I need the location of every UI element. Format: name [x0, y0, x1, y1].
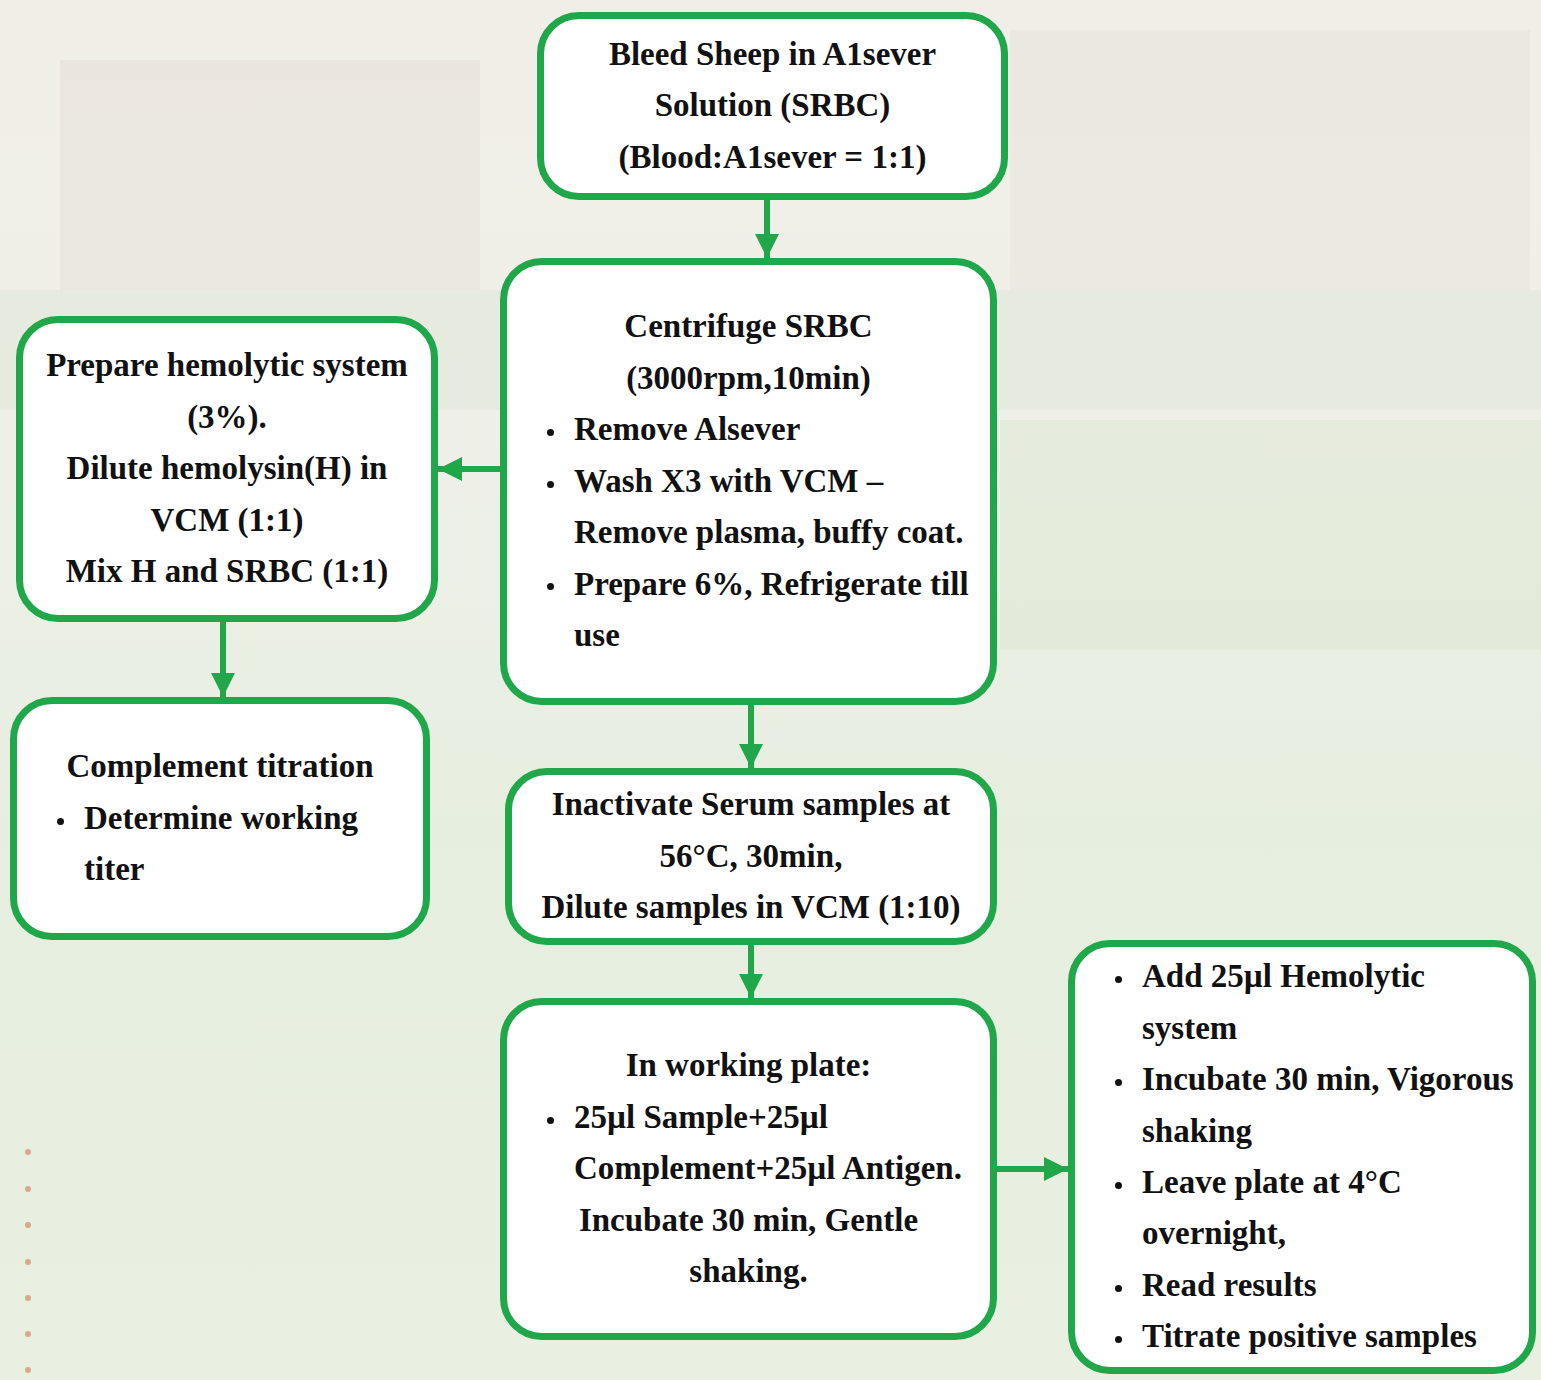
bullet-item: Incubate 30 min, Vigorous shaking [1085, 1054, 1519, 1157]
process-box: Bleed Sheep in A1sever Solution (SRBC)(B… [537, 12, 1008, 200]
process-box: Complement titrationDetermine working ti… [10, 697, 430, 940]
bullet-text: Prepare 6%, Refrigerate till use [574, 559, 980, 662]
building-shape [1010, 30, 1530, 290]
process-box: Inactivate Serum samples at 56°C, 30min,… [505, 768, 997, 945]
flow-arrow [748, 945, 754, 998]
process-box: Centrifuge SRBC (3000rpm,10min)Remove Al… [500, 258, 997, 705]
box-text: Dilute hemolysin(H) in VCM (1:1) [33, 443, 421, 546]
bullet-dot [1115, 1285, 1122, 1292]
box-heading: In working plate: [517, 1040, 980, 1091]
decor-dots [25, 1149, 31, 1373]
flow-arrow [764, 200, 770, 258]
decor-dot [25, 1222, 31, 1228]
decor-dot [25, 1367, 31, 1373]
box-text: Incubate 30 min, Gentle shaking. [517, 1195, 980, 1298]
decor-dot [25, 1331, 31, 1337]
decor-dot [25, 1295, 31, 1301]
box-heading: Bleed Sheep in A1sever Solution (SRBC) [554, 29, 991, 132]
box-heading: Centrifuge SRBC (3000rpm,10min) [517, 301, 980, 404]
decor-dot [25, 1186, 31, 1192]
flow-arrow [748, 705, 754, 768]
flow-arrow [438, 466, 500, 472]
box-text: (Blood:A1sever = 1:1) [554, 132, 991, 183]
bullet-dot [1115, 1182, 1122, 1189]
bullet-dot [1115, 1079, 1122, 1086]
bullet-text: Wash X3 with VCM – Remove plasma, buffy … [574, 456, 980, 559]
bullet-text: Remove Alsever [574, 404, 980, 455]
bullet-item: Add 25µl Hemolytic system [1085, 951, 1519, 1054]
process-box: In working plate:25µl Sample+25µl Comple… [500, 998, 997, 1340]
process-box: Add 25µl Hemolytic systemIncubate 30 min… [1068, 940, 1536, 1374]
box-heading: Complement titration [27, 741, 413, 792]
box-text: Mix H and SRBC (1:1) [33, 546, 421, 597]
bullet-dot [547, 583, 554, 590]
bullet-dot [1115, 1336, 1122, 1343]
bullet-item: Read results [1085, 1260, 1519, 1311]
bullet-text: Leave plate at 4°C overnight, [1142, 1157, 1519, 1260]
bullet-item: Determine working titer [27, 793, 413, 896]
decor-dot [25, 1149, 31, 1155]
bullet-text: 25µl Sample+25µl Complement+25µl Antigen… [574, 1092, 980, 1195]
bullet-dot [547, 1117, 554, 1124]
building-shape [60, 60, 480, 290]
bullet-item: Prepare 6%, Refrigerate till use [517, 559, 980, 662]
bullet-dot [1115, 976, 1122, 983]
bullet-dot [547, 481, 554, 488]
bullet-text: Determine working titer [84, 793, 413, 896]
bullet-text: Read results [1142, 1260, 1519, 1311]
hedge-shape [1000, 420, 1541, 650]
box-text: Dilute samples in VCM (1:10) [522, 882, 980, 933]
process-box: Prepare hemolytic system (3%).Dilute hem… [16, 316, 438, 622]
bullet-dot [547, 429, 554, 436]
bullet-text: Add 25µl Hemolytic system [1142, 951, 1519, 1054]
bullet-item: Leave plate at 4°C overnight, [1085, 1157, 1519, 1260]
bullet-text: Incubate 30 min, Vigorous shaking [1142, 1054, 1519, 1157]
box-heading: Inactivate Serum samples at 56°C, 30min, [522, 779, 980, 882]
bullet-item: Remove Alsever [517, 404, 980, 455]
flow-arrow [220, 622, 226, 697]
bullet-text: Titrate positive samples [1142, 1311, 1519, 1362]
bullet-item: Wash X3 with VCM – Remove plasma, buffy … [517, 456, 980, 559]
bullet-item: 25µl Sample+25µl Complement+25µl Antigen… [517, 1092, 980, 1195]
box-heading: Prepare hemolytic system (3%). [33, 340, 421, 443]
bullet-dot [57, 818, 64, 825]
decor-dot [25, 1259, 31, 1265]
flow-arrow [997, 1166, 1068, 1172]
bullet-item: Titrate positive samples [1085, 1311, 1519, 1362]
